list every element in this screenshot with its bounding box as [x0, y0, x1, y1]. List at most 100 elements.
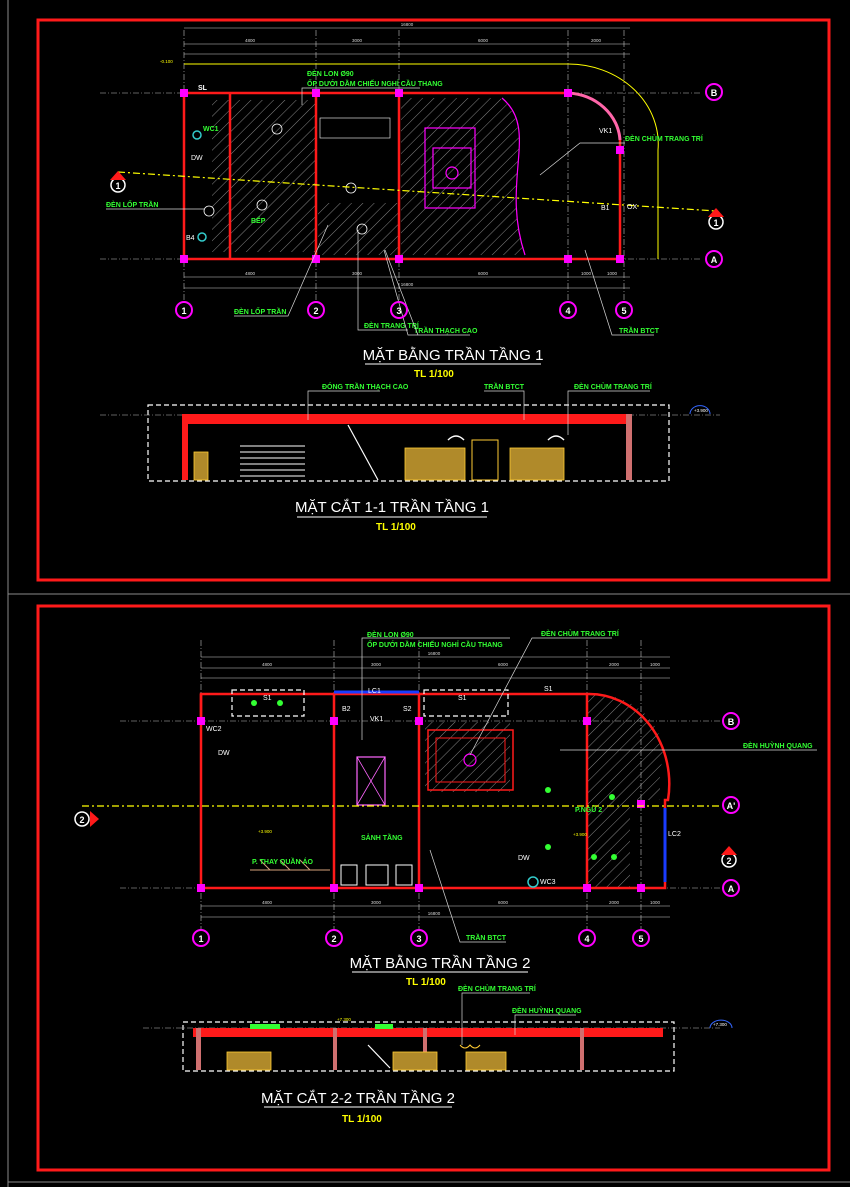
dimensions-bottom: 4800 3000 6000 1000 1000 16800	[184, 271, 630, 289]
axis-bubble: A'	[722, 796, 740, 814]
drawing-text: 5	[621, 306, 626, 316]
drawing-text: 1	[198, 934, 203, 944]
annotation-label: ỐP DƯỚI DẦM CHIẾU NGHỈ CẦU THANG	[307, 78, 443, 88]
drawing-text: 2000	[609, 900, 620, 905]
drawing-text: B	[711, 88, 718, 98]
dimension-text: 16800	[401, 22, 414, 27]
room-label: S2	[403, 706, 412, 713]
axis-bubbles: 1 2 3 4 5 B A 1 1	[110, 83, 724, 319]
section-scale: TL 1/100	[376, 522, 416, 533]
level-marker: +3.900	[694, 408, 708, 413]
axis-bubble: 2	[307, 301, 325, 319]
axis-bubble: 3	[390, 301, 408, 319]
dimension-text: 3000	[352, 271, 363, 276]
annotation-label: ĐÈN LON Ø90	[307, 69, 354, 78]
dimension-text: 4800	[245, 38, 256, 43]
drawing-text: 4	[584, 934, 589, 944]
drawing-text: 1	[115, 181, 120, 191]
drawing-text: 2000	[609, 662, 620, 667]
section-scale: TL 1/100	[342, 1114, 382, 1125]
section-title: MẶT CẮT 2-2 TRẦN TẦNG 2	[261, 1089, 455, 1107]
annotation-label: ĐÈN TRANG TRÍ	[364, 321, 420, 330]
drawing-text: 3000	[371, 662, 382, 667]
annotation-label: ĐÈN CHÙM TRANG TRÍ	[574, 382, 653, 391]
floor-plan-2	[82, 689, 720, 892]
drawing-text: 1000	[650, 662, 661, 667]
drawing-text: 4800	[262, 900, 273, 905]
room-label: LC1	[368, 688, 381, 695]
room-label: LC2	[668, 831, 681, 838]
drawing-text: 2	[79, 815, 84, 825]
level-marker: +7.300	[713, 1022, 727, 1027]
annotation-label: ĐÈN CHÙM TRANG TRÍ	[541, 629, 620, 638]
room-label: WC2	[206, 726, 222, 733]
drawing-text: 3000	[371, 900, 382, 905]
axis-bubble: 1	[175, 301, 193, 319]
room-label: OX	[627, 204, 637, 211]
dimension-text: 4800	[245, 271, 256, 276]
drawing-text: 16800	[428, 651, 441, 656]
dimensions-bottom: 4800 3000 6000 2000 1000 16800	[201, 900, 670, 918]
dimension-text: 3000	[352, 38, 363, 43]
dimension-text: 6000	[478, 271, 489, 276]
drawing-text: 2	[726, 856, 731, 866]
annotation-label: ĐÈN CHÙM TRANG TRÍ	[625, 134, 704, 143]
drawing-text: 3	[416, 934, 421, 944]
room-label: P.NGỦ 2	[575, 805, 602, 814]
annotation-label: TRẦN BTCT	[619, 325, 660, 335]
axis-bubble: 5	[615, 301, 633, 319]
annotation-label: TRẦN BTCT	[484, 381, 525, 391]
drawing-text: A'	[727, 801, 736, 811]
section-marker: 1	[708, 208, 724, 230]
drawing-text: 1000	[650, 900, 661, 905]
drawing-text: A	[728, 884, 735, 894]
section-marker: 2	[74, 811, 99, 827]
axis-bubble: 3	[410, 929, 428, 947]
room-label: S1	[544, 686, 553, 693]
room-label: VK1	[370, 716, 383, 723]
annotation-label: TRẦN BTCT	[466, 932, 507, 942]
dimensions-top: 16800 4800 3000 6000 2000 1000	[201, 651, 670, 679]
drawing-text: 6000	[498, 662, 509, 667]
plan-scale: TL 1/100	[406, 977, 446, 988]
room-label: S1	[263, 695, 272, 702]
annotation-label: ĐÓNG TRẦN THẠCH CAO	[322, 381, 409, 391]
floor-plan-1	[117, 63, 717, 263]
section-1-1: ĐÓNG TRẦN THẠCH CAO TRẦN BTCT ĐÈN CHÙM T…	[100, 381, 720, 482]
room-label: B2	[342, 706, 351, 713]
drawing-text: 1	[181, 306, 186, 316]
annotation-label: ĐÈN HUỲNH QUANG	[512, 1006, 582, 1015]
level-marker: +3.900	[573, 832, 587, 837]
drawing-text: B	[728, 717, 735, 727]
room-label: BẾP	[251, 215, 266, 225]
room-label: B1	[601, 205, 610, 212]
drawing-text: 16800	[428, 911, 441, 916]
annotation-label: ĐÈN CHÙM TRANG TRÍ	[458, 984, 537, 993]
axis-bubble: B	[722, 712, 740, 730]
dimension-text: 16800	[401, 282, 414, 287]
drawing-text: 2	[331, 934, 336, 944]
section-marker: 2	[721, 846, 737, 868]
sheet-2-frame	[36, 604, 831, 1172]
room-label: S1	[458, 695, 467, 702]
drawing-text: 4	[565, 306, 570, 316]
axis-bubble: 5	[632, 929, 650, 947]
drawing-text: A	[711, 255, 718, 265]
axis-bubble: 4	[578, 929, 596, 947]
room-label: DW	[191, 155, 203, 162]
room-label: B4	[186, 235, 195, 242]
level-marker: -0.100	[160, 59, 173, 64]
sheet-1-frame	[36, 18, 831, 582]
drawing-text: 1	[713, 218, 718, 228]
plan-title: MẶT BẰNG TRẦN TẦNG 1	[363, 346, 544, 364]
dimension-text: 1000	[607, 271, 618, 276]
drawing-text: 3	[396, 306, 401, 316]
room-label: DW	[218, 750, 230, 757]
annotation-label: ĐÈN LỐP TRẦN	[234, 306, 286, 316]
axis-bubble: B	[705, 83, 723, 101]
sheet-1: 16800 4800 3000 6000 2000 4800 3000 6000…	[36, 18, 831, 582]
section-marker: 1	[110, 171, 126, 193]
dimension-text: 2000	[591, 38, 602, 43]
drawing-text: 5	[638, 934, 643, 944]
